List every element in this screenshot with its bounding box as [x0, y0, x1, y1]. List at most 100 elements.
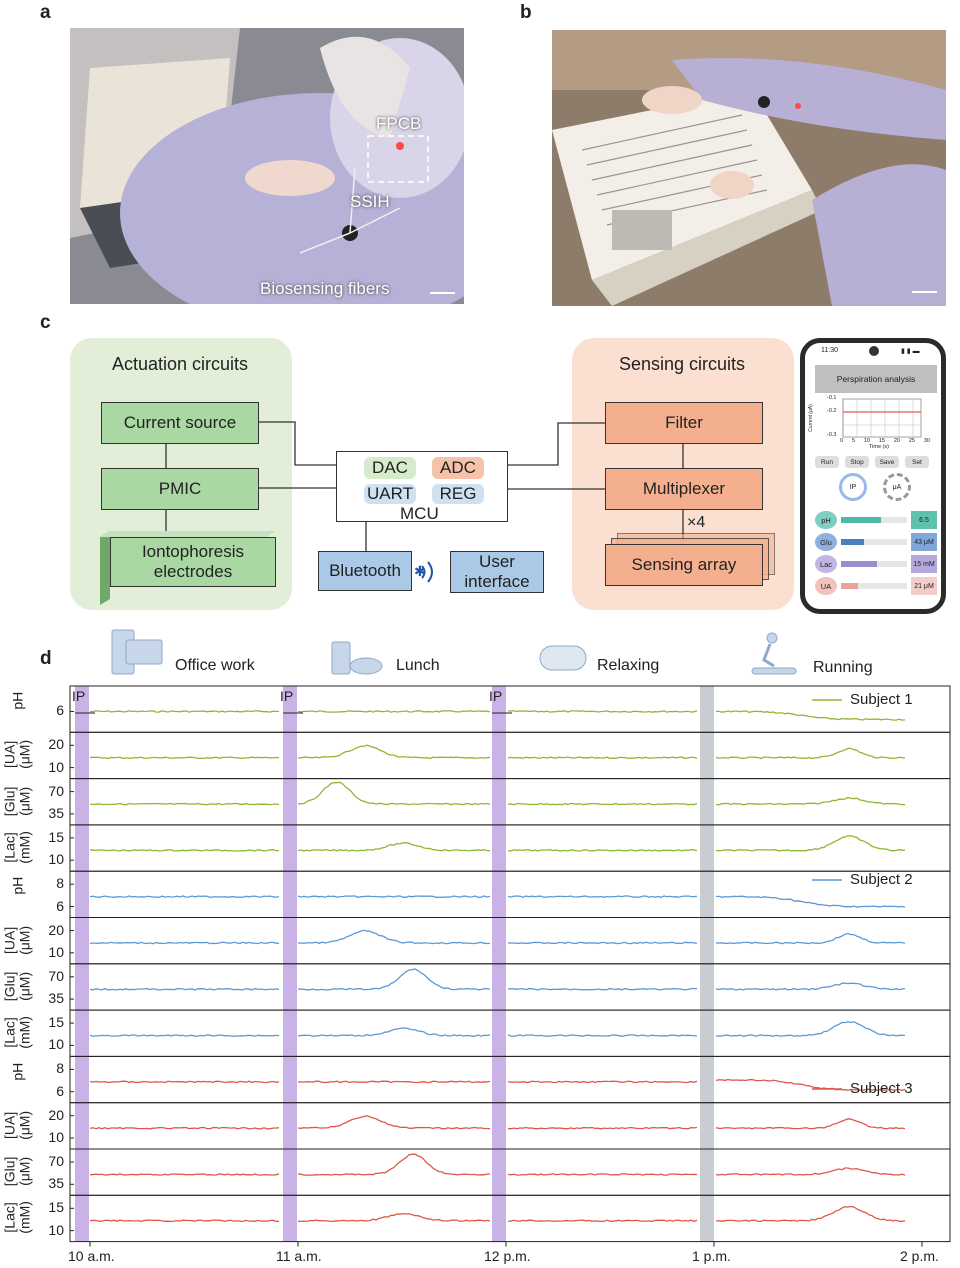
y-axis-label-part: [Glu]: [1, 971, 18, 1002]
series-line: [715, 710, 906, 721]
series-line: [297, 842, 491, 852]
y-tick-label: 35: [48, 804, 64, 821]
row-bar-fill: [841, 517, 881, 523]
stop-button[interactable]: Stop: [845, 456, 869, 468]
series-line: [508, 1126, 698, 1130]
y-tick-label: 35: [48, 990, 64, 1007]
filter-block: Filter: [605, 402, 763, 444]
y-axis-label: [Glu](μM): [2, 1149, 34, 1195]
photo-b: [552, 30, 946, 306]
y-axis-label-part: [UA]: [1, 1111, 18, 1139]
series-line: [715, 1118, 906, 1130]
photo-a-scene: [70, 28, 464, 304]
y-tick-label: 70: [48, 1153, 64, 1169]
current-source-block: Current source: [101, 402, 259, 444]
y-tick-label: 6: [56, 1082, 64, 1099]
activity-icons: [111, 629, 797, 675]
row-value: 43 μM: [911, 533, 937, 551]
y-axis-label-part: (μM): [17, 925, 33, 955]
y-axis-label-part: (mM): [17, 1016, 33, 1049]
y-tick-label: 70: [48, 782, 64, 799]
save-button[interactable]: Save: [875, 456, 899, 468]
series-line: [715, 835, 906, 852]
y-axis-label: [Glu](μM): [1, 963, 34, 1009]
series-line: [89, 1126, 280, 1130]
y-axis-label-part: [UA]: [1, 741, 18, 769]
x-tick-label: 10 a.m.: [68, 1247, 115, 1264]
y-tick-label: 10: [48, 1129, 64, 1145]
series-line: [297, 929, 490, 945]
series-line: [89, 710, 280, 713]
treadmill-icon: [751, 632, 797, 675]
y-tick-label: 20: [48, 1106, 64, 1123]
x-tick-label: 1 p.m.: [692, 1247, 731, 1264]
row-value: 15 mM: [911, 555, 937, 573]
circuit-wires: [100, 421, 684, 605]
series-line: [715, 796, 906, 806]
row-label: UA: [815, 577, 837, 595]
phone-row-ph: pH 6.5: [815, 511, 937, 529]
office-computer-icon: [111, 629, 163, 675]
series-line: [715, 1167, 906, 1176]
phone-time: 11:30: [821, 347, 838, 354]
phone-title: Perspiration analysis: [815, 365, 937, 393]
sensing-array-block: Sensing array: [605, 544, 763, 586]
run-button[interactable]: Run: [815, 456, 839, 468]
series-line: [297, 1080, 491, 1084]
series-line: [297, 781, 491, 806]
series-line: [89, 849, 280, 852]
pmic-block: PMIC: [101, 468, 259, 510]
phone-ytick-3: -0.3: [827, 432, 837, 438]
panel-label-b: b: [520, 2, 532, 23]
adc-chip: ADC: [432, 457, 484, 479]
series-line: [89, 987, 280, 991]
series-line: [89, 802, 280, 806]
bluetooth-block: Bluetooth: [318, 551, 412, 591]
series-line: [716, 895, 906, 908]
phone-xtick: 0: [840, 438, 844, 444]
legend-label: Subject 2: [850, 871, 913, 888]
series-line: [715, 1078, 906, 1092]
plot-frame: [69, 870, 951, 919]
dac-chip: DAC: [364, 457, 416, 479]
y-tick-label: 20: [48, 921, 64, 938]
y-axis-label-part: [UA]: [1, 926, 18, 954]
x-tick-label: 11 a.m.: [276, 1247, 322, 1264]
series-line: [507, 895, 698, 898]
y-axis-label-part: [Lac]: [1, 832, 18, 863]
y-tick-label: 15: [48, 828, 64, 845]
phone-row-ua: UA 21 μM: [815, 577, 937, 595]
set-button[interactable]: Set: [905, 456, 929, 468]
phone-xtick: 20: [893, 438, 900, 444]
gamepad-icon: [539, 645, 587, 671]
phone-row-lac: Lac 15 mM: [815, 555, 937, 573]
y-axis-label-part: (μM): [17, 1157, 33, 1187]
series-line: [89, 1173, 280, 1176]
y-axis-label-part: (μM): [17, 786, 33, 816]
ip-label: IP: [280, 688, 294, 704]
series-line: [297, 1153, 491, 1176]
phone-ytick-1: -0.1: [827, 395, 837, 401]
y-tick-label: 70: [48, 967, 64, 984]
series-line: [297, 744, 491, 760]
y-tick-label: 20: [48, 736, 64, 753]
plot-frame: [69, 1148, 951, 1196]
series-line: [715, 1021, 906, 1037]
reg-chip: REG: [432, 484, 484, 504]
ip-label: IP: [72, 688, 86, 704]
row-bar-fill: [841, 561, 878, 567]
phone-xlabel: Time (s): [869, 444, 889, 450]
series-line: [507, 849, 698, 852]
y-tick-label: 8: [56, 1060, 64, 1077]
ip-label: IP: [489, 688, 503, 704]
iontophoresis-block: Iontophoresis electrodes: [110, 537, 276, 587]
series-line: [507, 1219, 698, 1223]
y-axis-label-part: (mM): [17, 1201, 33, 1235]
row-label: pH: [815, 511, 837, 529]
panel-label-a: a: [40, 2, 51, 23]
series-line: [507, 1080, 698, 1084]
y-tick-label: 15: [48, 1199, 64, 1216]
electrode-side: [100, 531, 110, 605]
row-value: 21 μM: [911, 577, 937, 595]
